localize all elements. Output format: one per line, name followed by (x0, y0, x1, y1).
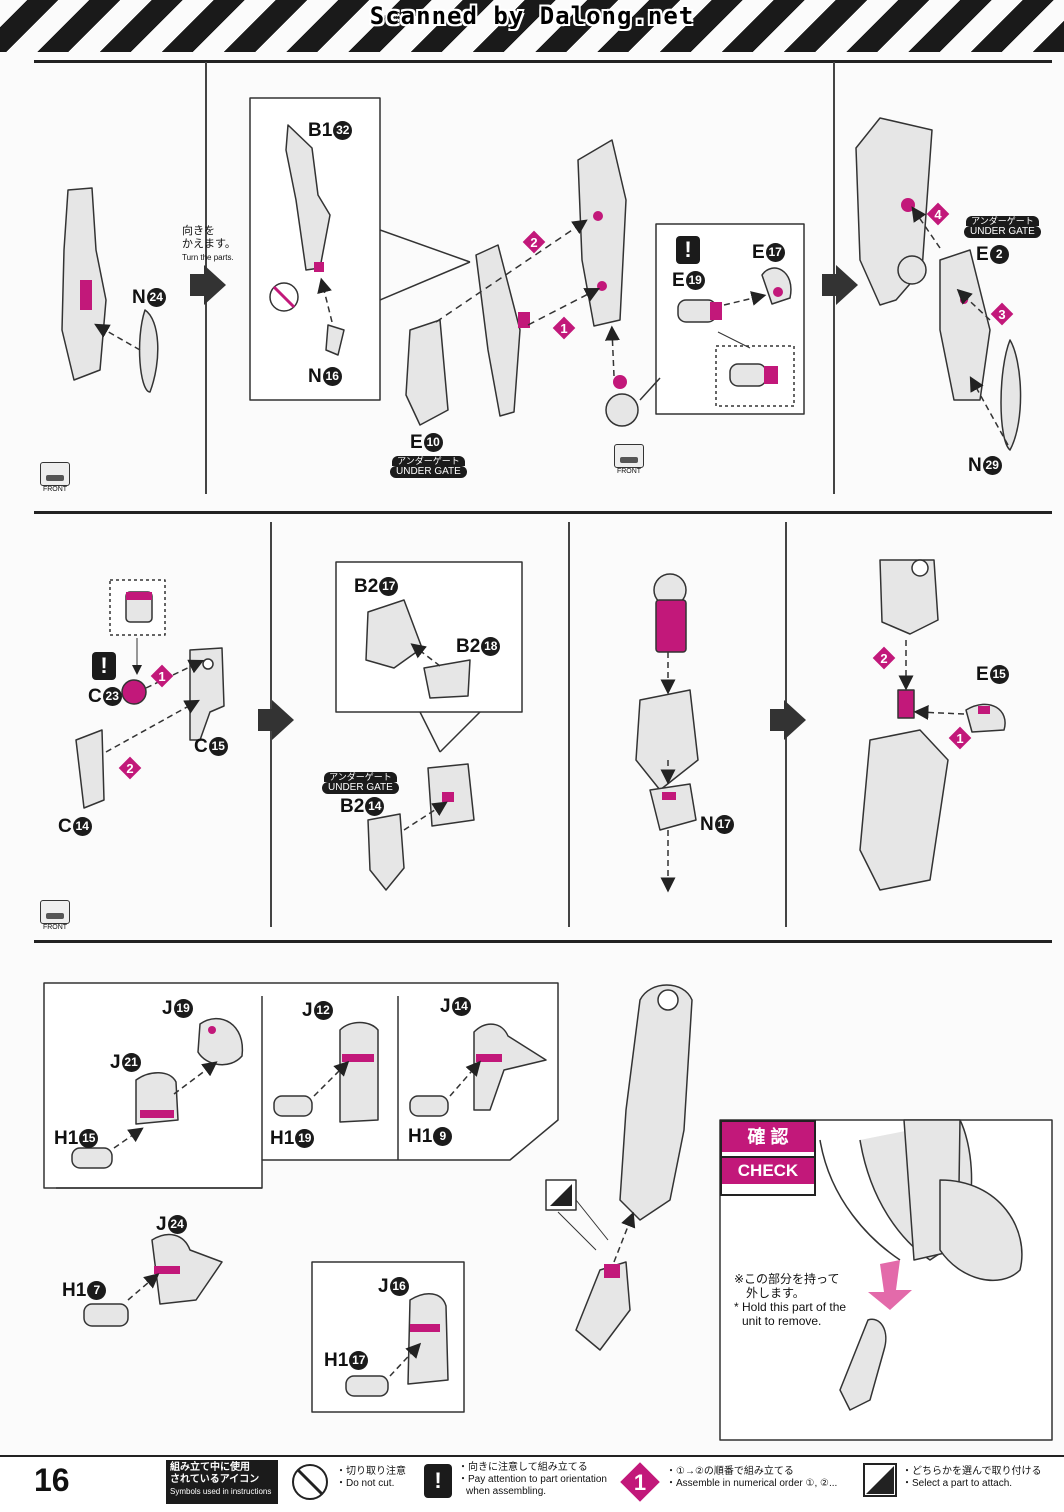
step-2-icon: 2 (118, 756, 142, 780)
legend-item-select-part: ・どちらかを選んで取り付ける・Select a part to attach. (902, 1466, 1042, 1489)
legend-item-do-not-cut: ・切り取り注意・Do not cut. (336, 1466, 406, 1489)
legend-item-orientation: ・向きに注意して組み立てる・Pay attention to part orie… (458, 1462, 607, 1497)
svg-text:1: 1 (158, 669, 165, 684)
legend-title: 組み立て中に使用 されているアイコン Symbols used in instr… (166, 1460, 278, 1504)
front-indicator: FRONT (40, 462, 70, 493)
leg-part-n24-assembly (61, 187, 159, 393)
svg-text:3: 3 (998, 307, 1005, 322)
numbered-step-icon: 1 (620, 1462, 660, 1502)
svg-text:2: 2 (126, 761, 133, 776)
step-1-icon: 1 (948, 726, 972, 750)
step-1-icon: 1 (150, 664, 174, 688)
hazard-stripe-header (0, 0, 1064, 52)
do-not-cut-icon (292, 1464, 328, 1500)
step-1-icon: 1 (552, 316, 576, 340)
page-number: 16 (34, 1462, 70, 1498)
check-badge: 確 認 CHECK (720, 1120, 816, 1196)
svg-text:1: 1 (560, 321, 567, 336)
svg-text:1: 1 (956, 731, 963, 746)
svg-text:2: 2 (530, 235, 537, 250)
orientation-warning-icon: ! (92, 652, 116, 680)
step-4-icon: 4 (926, 202, 950, 226)
top-rule (34, 60, 1052, 63)
scan-credit: Scanned by Dalong.net (369, 2, 695, 30)
step-2-icon: 2 (522, 230, 546, 254)
section-divider-1 (34, 511, 1052, 514)
orientation-warning-icon: ! (424, 1464, 452, 1498)
front-indicator: FRONT (614, 444, 644, 475)
svg-text:4: 4 (934, 207, 942, 222)
legend-item-numerical-order: ・①→②の順番で組み立てる・Assemble in numerical orde… (666, 1466, 838, 1489)
step-2-icon: 2 (872, 646, 896, 670)
section-divider-2 (34, 940, 1052, 943)
step-3-icon: 3 (990, 302, 1014, 326)
check-note: ※この部分を持って 外します。 * Hold this part of the … (734, 1272, 847, 1328)
svg-text:1: 1 (634, 1470, 646, 1495)
select-part-icon (863, 1463, 897, 1497)
column-divider (568, 522, 570, 927)
orientation-warning-icon: ! (676, 236, 700, 264)
front-indicator: FRONT (40, 900, 70, 931)
turn-parts-note: 向きをかえます。Turn the parts. (182, 225, 236, 262)
svg-text:2: 2 (880, 651, 887, 666)
